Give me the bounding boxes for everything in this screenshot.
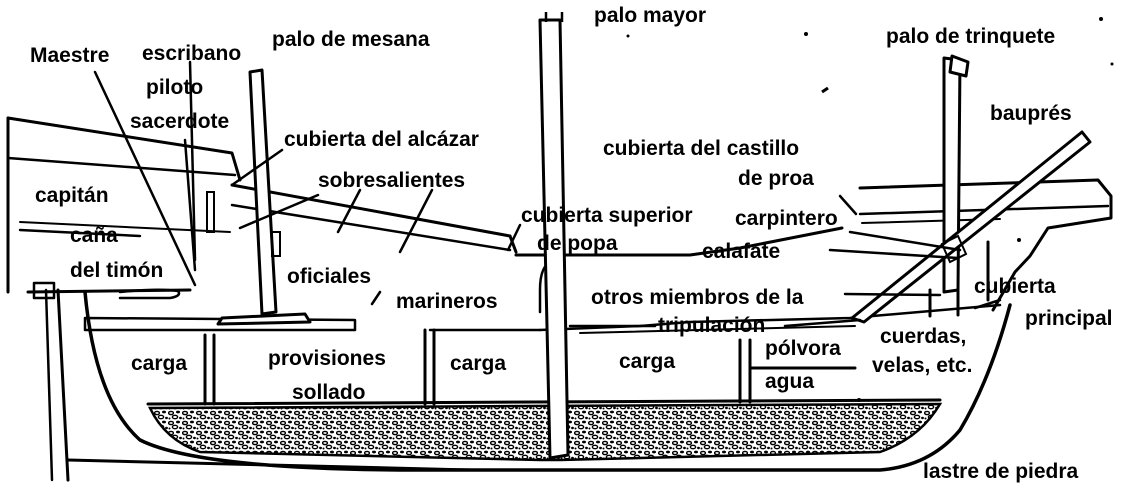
stone-ballast: [148, 402, 943, 462]
label-piloto: piloto: [146, 76, 203, 99]
leader-cana: [18, 228, 142, 238]
leader-escribano: [188, 60, 197, 262]
label-cubierta-alcazar: cubierta del alcázar: [284, 128, 479, 151]
label-carga-1: carga: [131, 352, 187, 375]
label-carga-3: carga: [619, 350, 675, 373]
label-provisiones: provisiones: [268, 347, 386, 370]
mizzen-mast: [248, 68, 278, 316]
label-cubierta-castillo-2: de proa: [738, 167, 814, 190]
label-sollado: sollado: [292, 381, 366, 404]
label-sacerdote: sacerdote: [130, 110, 229, 133]
leader-sobresalientes-3: [238, 193, 320, 230]
label-cubierta-popa-2: de popa: [537, 232, 618, 255]
label-carpintero: carpintero: [735, 207, 838, 230]
hold-bulkheads: [203, 240, 990, 406]
label-cubierta-principal-2: principal: [1025, 307, 1113, 330]
main-deck-forward: [538, 303, 1002, 332]
bow-details: [206, 17, 1114, 402]
label-tripulacion: tripulación: [658, 314, 765, 337]
label-cubierta-popa-1: cubierta superior: [521, 204, 693, 227]
stern-beam-box: [32, 281, 56, 300]
leader-popa: [506, 223, 522, 252]
leader-sacerdote: [183, 138, 197, 272]
label-capitan: capitán: [35, 184, 109, 207]
leader-lines: [18, 60, 1002, 328]
keel: [66, 458, 472, 472]
label-velas: velas, etc.: [872, 354, 972, 377]
leader-calafate: [828, 248, 960, 260]
stern-post: [56, 288, 70, 482]
forecastle-outline: [858, 178, 1113, 312]
foremast-cap: [948, 54, 970, 78]
main-deck-forward-lower: [579, 325, 856, 334]
label-calafate: calafate: [702, 240, 780, 263]
label-marineros: marineros: [396, 290, 498, 313]
upper-deck-edge: [514, 226, 844, 257]
label-lastre: lastre de piedra: [923, 460, 1079, 483]
label-cubierta-castillo-1: cubierta del castillo: [603, 137, 799, 160]
label-cubierta-principal-1: cubierta: [974, 275, 1056, 298]
label-palo-trinquete: palo de trinquete: [886, 25, 1055, 48]
label-otros-miembros: otros miembros de la: [591, 286, 804, 309]
quarterdeck-sheer-top: [230, 183, 512, 238]
leader-marineros: [370, 290, 382, 306]
label-baupres: bauprés: [990, 102, 1072, 125]
label-maestre: Maestre: [30, 44, 109, 67]
leader-castillo: [838, 194, 858, 216]
label-polvora: pólvora: [765, 337, 841, 360]
label-palo-mayor: palo mayor: [594, 4, 706, 27]
mizzen-mast-foot: [216, 312, 312, 326]
labels: Maestre escribano palo de mesana palo ma…: [30, 4, 1113, 483]
tiller-bar: [118, 288, 181, 300]
leader-otros: [843, 292, 942, 297]
main-mast: [538, 18, 570, 460]
stern-rail-line: [6, 156, 237, 177]
leader-sobresalientes-2: [398, 188, 434, 254]
leader-carpintero: [848, 230, 962, 252]
label-cana: caña: [70, 224, 118, 247]
stern-post-inner: [44, 288, 54, 482]
leader-principal: [973, 298, 1002, 310]
label-agua: agua: [765, 370, 814, 393]
label-del-timon: del timón: [70, 259, 163, 282]
label-sobresalientes: sobresalientes: [318, 169, 465, 192]
label-oficiales: oficiales: [287, 265, 371, 288]
label-palo-mesana: palo de mesana: [272, 28, 430, 51]
label-carga-2: carga: [450, 352, 506, 375]
leader-alcazar: [230, 148, 284, 187]
stern-castle-outline: [6, 116, 242, 182]
leader-maestre: [93, 70, 197, 287]
leader-tripulacion-2: [783, 318, 862, 328]
masts: [216, 12, 1092, 460]
hull-bottom-outline: [83, 290, 1012, 472]
label-escribano: escribano: [142, 42, 241, 65]
quarterdeck-step: [508, 234, 518, 254]
hull-inner-bottom: [146, 398, 942, 406]
leader-sobresalientes-1: [336, 188, 362, 234]
label-cuerdas: cuerdas,: [880, 325, 966, 348]
